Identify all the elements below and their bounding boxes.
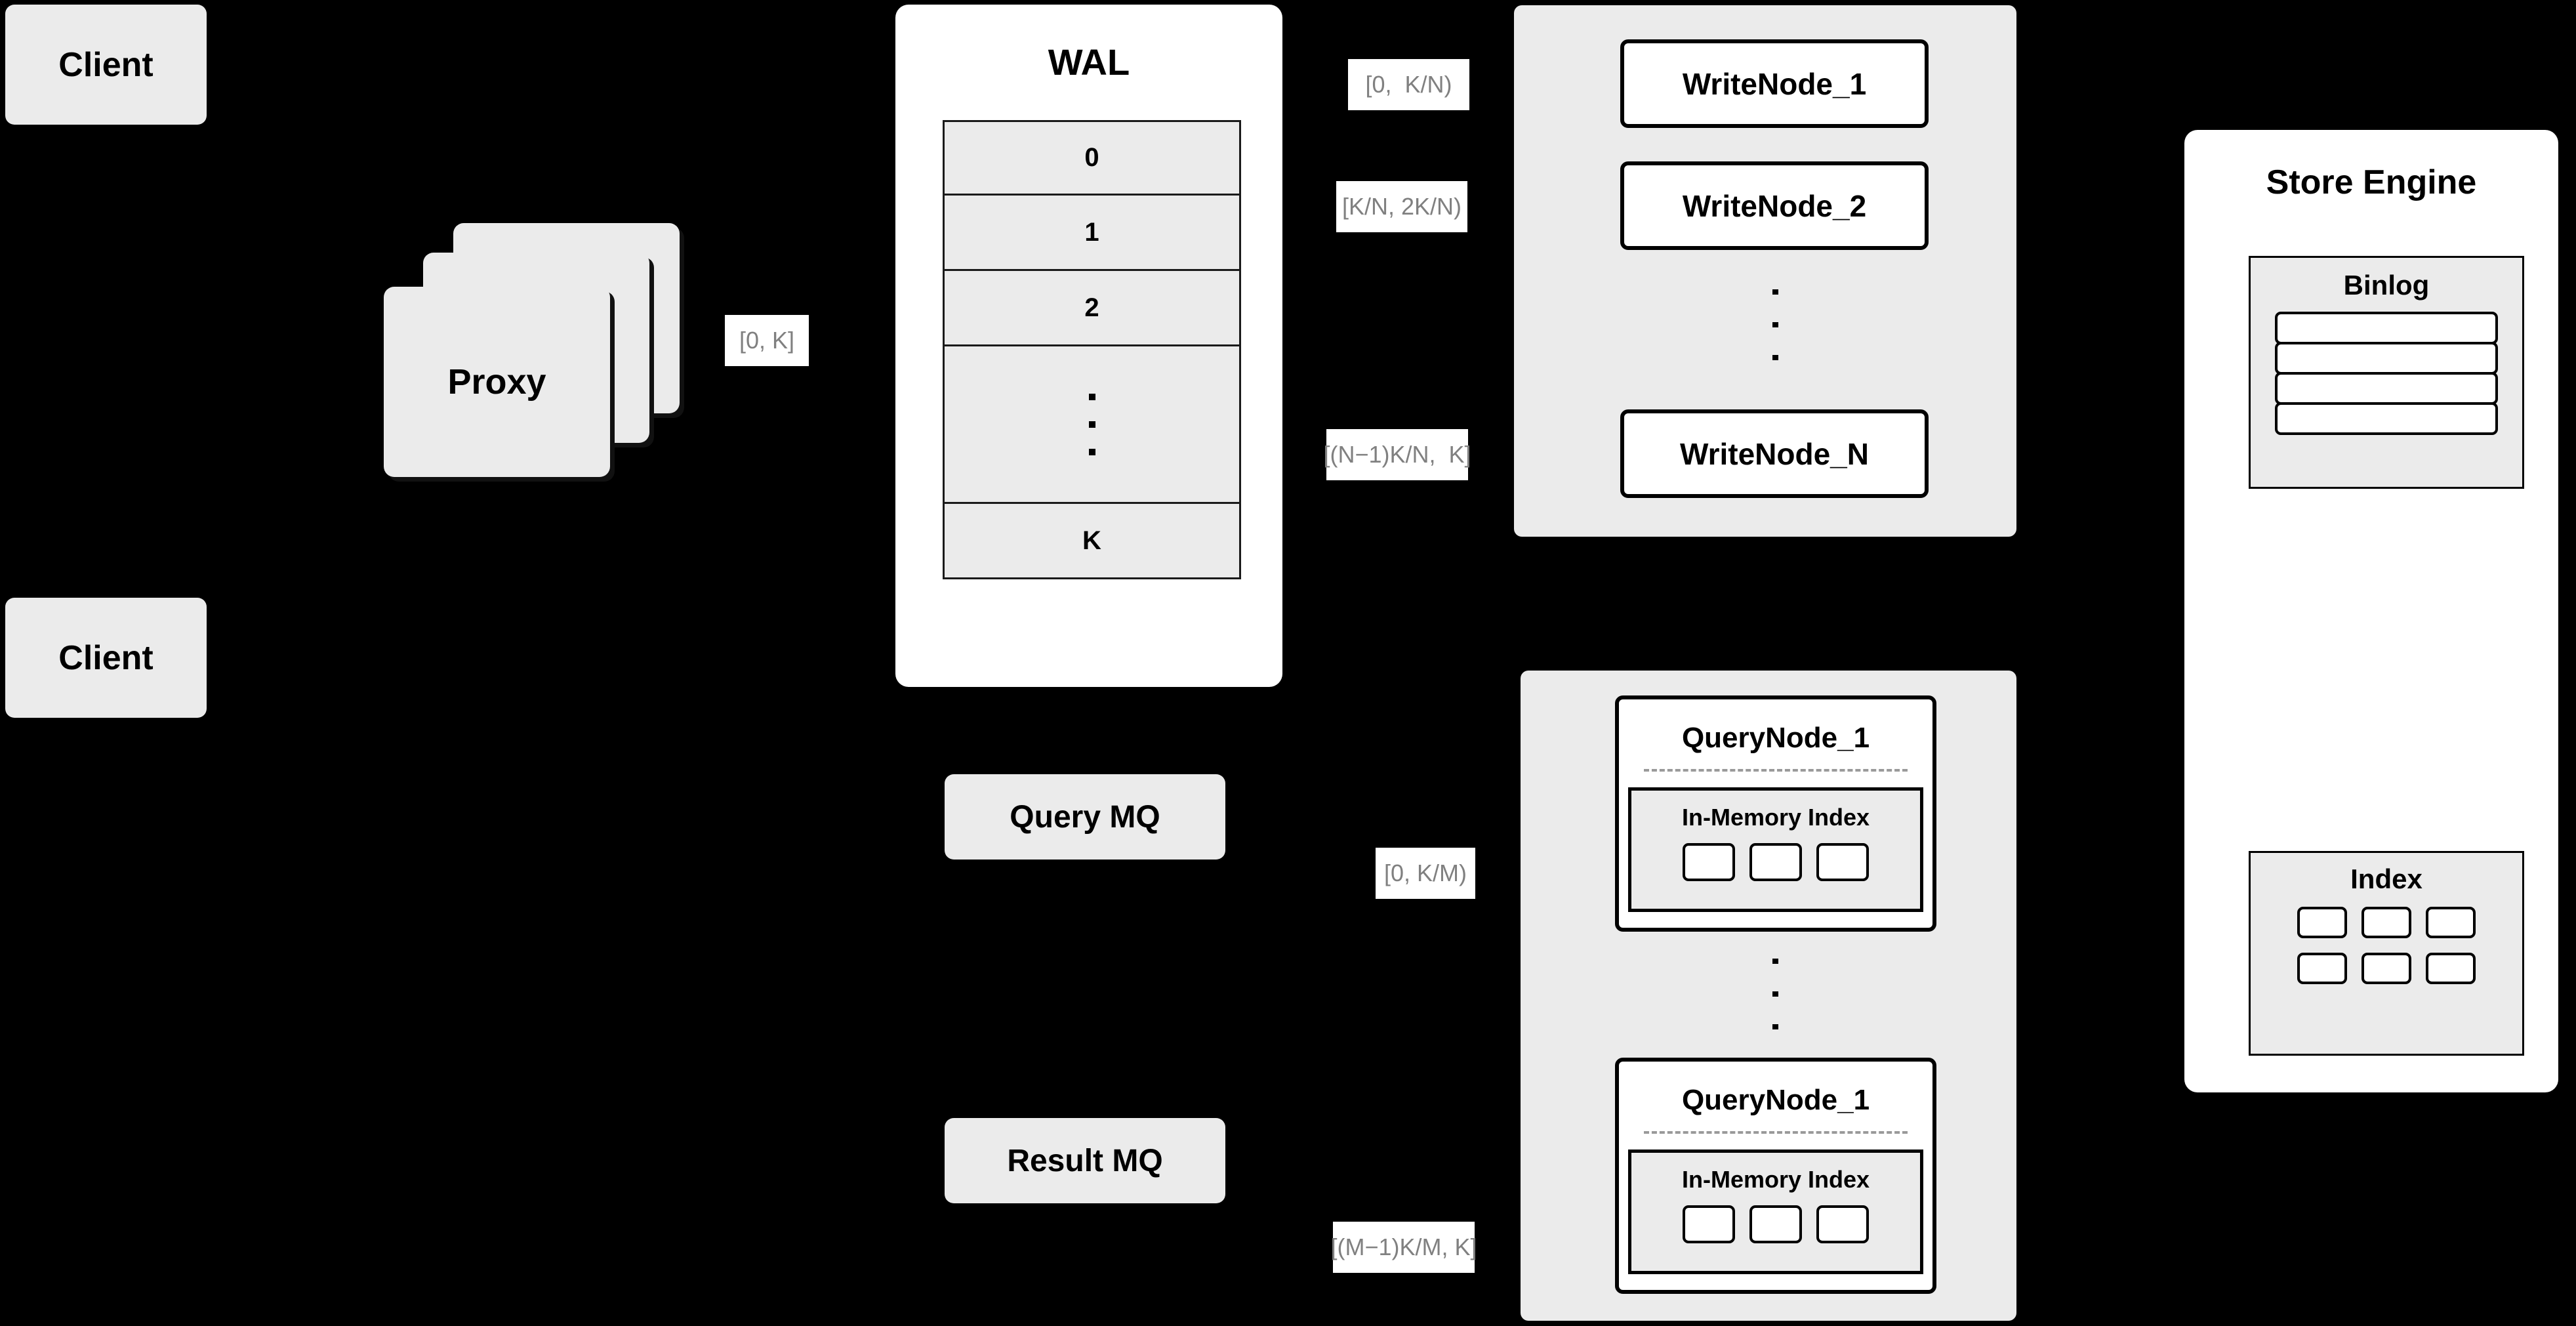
query-mq-label: Query MQ [1010,799,1160,835]
binlog-row[interactable] [2275,312,2498,344]
index-cell[interactable] [1683,843,1735,881]
index-cell[interactable] [2297,907,2347,938]
in-memory-index-title: In-Memory Index [1681,1166,1870,1193]
index-cell[interactable] [1749,843,1802,881]
index-cell[interactable] [1816,843,1869,881]
store-engine-title: Store Engine [2266,163,2477,201]
index-cell[interactable] [1749,1205,1802,1243]
binlog-row-list [2275,312,2498,435]
querynode-box-2[interactable]: QueryNode_1 In-Memory Index [1615,1058,1936,1294]
client-box-2[interactable]: Client [5,598,207,718]
index-cell[interactable] [2361,953,2411,984]
client-label: Client [58,638,153,677]
wal-entry-k[interactable]: K [943,504,1241,579]
wal-entry-1[interactable]: 1 [943,196,1241,271]
in-memory-index-box: In-Memory Index [1628,1150,1923,1274]
index-cell[interactable] [2426,953,2476,984]
binlog-title: Binlog [2343,270,2430,300]
index-cell-grid [2297,907,2476,984]
index-cell[interactable] [1816,1205,1869,1243]
query-cluster-ellipsis-icon [1759,945,1791,1043]
writenode-label: WriteNode_N [1680,436,1869,471]
proxy-box[interactable]: Proxy [384,287,610,477]
edge-label-wal-to-writenode-n: [(N−1)K/N, K] [1323,429,1471,480]
querynode-divider [1644,1131,1908,1134]
index-title: Index [2350,863,2423,894]
edge-label-proxy-to-wal: [0, K] [725,315,809,366]
writenode-box-2[interactable]: WriteNode_2 [1620,161,1929,250]
binlog-row[interactable] [2275,342,2498,375]
client-label: Client [58,45,153,84]
in-memory-index-box: In-Memory Index [1628,787,1923,912]
wal-entry-0[interactable]: 0 [943,120,1241,196]
writenode-box-1[interactable]: WriteNode_1 [1620,39,1929,128]
writenode-label: WriteNode_2 [1682,188,1867,223]
edge-label-wal-to-writenode-1: [0, K/N) [1348,59,1469,110]
querynode-divider [1644,769,1908,772]
querynode-title: QueryNode_1 [1681,1084,1870,1116]
binlog-row[interactable] [2275,402,2498,435]
edge-label-mq-to-querynode-m: [(M−1)K/M, K] [1330,1222,1477,1273]
index-cell-row [2297,953,2476,984]
result-mq-box[interactable]: Result MQ [945,1118,1225,1203]
client-box-1[interactable]: Client [5,5,207,125]
wal-title: WAL [1048,41,1130,83]
index-cell[interactable] [2426,907,2476,938]
wal-entry-ellipsis [943,346,1241,504]
wal-entry-2[interactable]: 2 [943,271,1241,346]
query-mq-box[interactable]: Query MQ [945,774,1225,860]
binlog-section: Binlog [2249,256,2524,489]
result-mq-label: Result MQ [1007,1143,1163,1178]
proxy-label: Proxy [447,362,546,402]
index-cell-row [2297,907,2476,938]
in-memory-index-cell-row [1631,1205,1920,1243]
writenode-box-n[interactable]: WriteNode_N [1620,409,1929,498]
index-cell[interactable] [2361,907,2411,938]
querynode-box-1[interactable]: QueryNode_1 In-Memory Index [1615,695,1936,932]
querynode-title: QueryNode_1 [1681,722,1870,754]
edge-label-mq-to-querynode-1: [0, K/M) [1376,848,1475,899]
edge-label-wal-to-writenode-2: [K/N, 2K/N) [1336,181,1467,232]
index-section: Index [2249,851,2524,1056]
in-memory-index-title: In-Memory Index [1681,804,1870,831]
vertical-ellipsis-icon [1088,383,1095,466]
writenode-label: WriteNode_1 [1682,66,1867,101]
index-cell[interactable] [2297,953,2347,984]
wal-entry-list: 0 1 2 K [943,120,1241,632]
write-cluster-ellipsis-icon [1759,276,1791,374]
in-memory-index-cell-row [1631,843,1920,881]
index-cell[interactable] [1683,1205,1735,1243]
binlog-row[interactable] [2275,372,2498,405]
